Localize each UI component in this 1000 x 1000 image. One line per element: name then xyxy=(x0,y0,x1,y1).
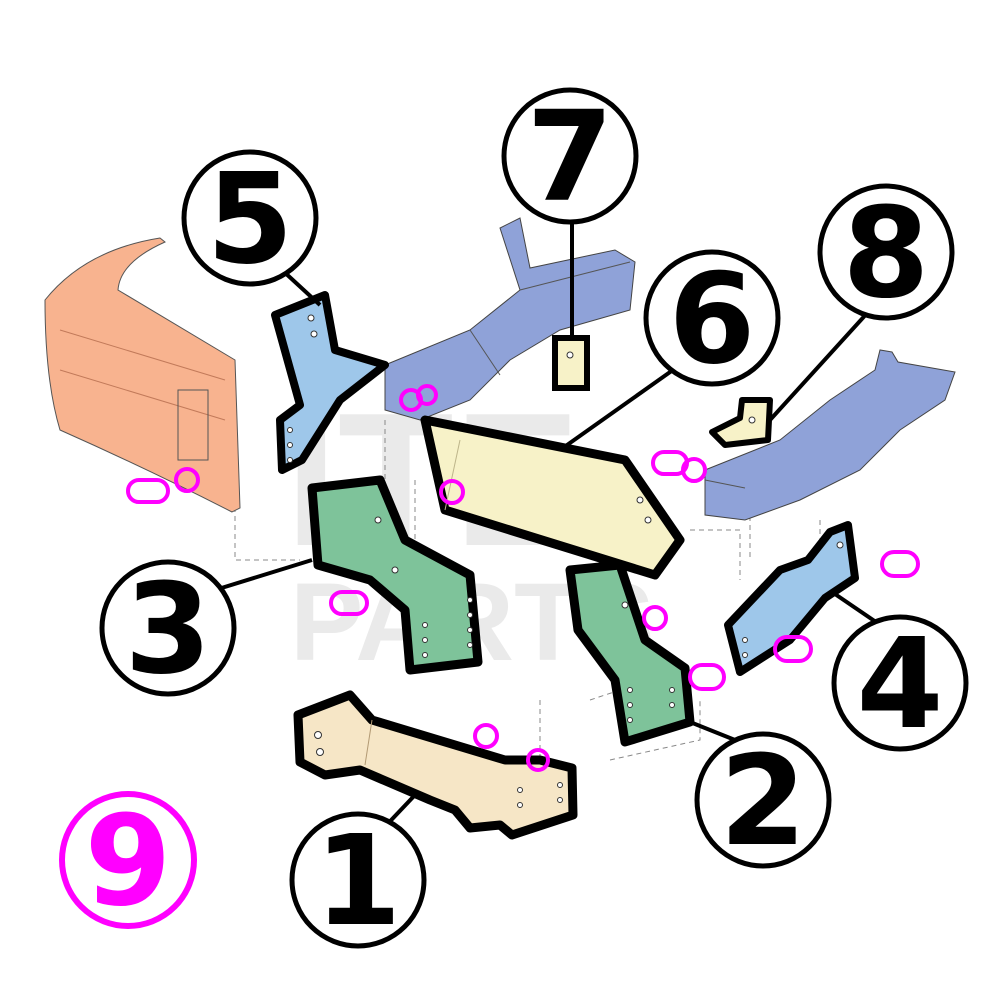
part-8-bracket xyxy=(709,397,773,448)
part-1-receiver xyxy=(293,690,578,840)
callout-3-label: 3 xyxy=(125,557,212,702)
callout-7: 7 xyxy=(501,85,639,230)
callout-1: 1 xyxy=(289,809,427,954)
hardware-highlights xyxy=(126,384,920,772)
callout-9-label: 9 xyxy=(85,789,172,934)
callout-9-hardware: 9 xyxy=(59,789,197,934)
callout-3: 3 xyxy=(99,557,237,702)
hardware-nut xyxy=(526,748,550,772)
hardware-nut xyxy=(174,467,200,493)
hardware-nut xyxy=(473,723,499,749)
part-3-bracket xyxy=(307,475,483,675)
callout-5: 5 xyxy=(181,147,319,292)
hardware-nut xyxy=(681,457,707,483)
vehicle-bumper xyxy=(44,237,241,513)
callout-2-label: 2 xyxy=(720,729,807,874)
hardware-bolt xyxy=(329,590,369,616)
hardware-bolt xyxy=(880,550,920,578)
frame-rail-right xyxy=(704,349,956,521)
hardware-bolt xyxy=(126,478,170,504)
callout-7-label: 7 xyxy=(527,85,614,230)
callout-circles: 1 2 3 4 5 6 7 8 xyxy=(99,85,969,954)
callout-1-label: 1 xyxy=(315,809,402,954)
part-7-bracket xyxy=(552,335,590,391)
callout-2: 2 xyxy=(694,729,832,874)
part-5-bracket xyxy=(271,291,389,474)
hardware-nut xyxy=(642,605,668,631)
callout-5-label: 5 xyxy=(207,147,294,292)
callout-4-label: 4 xyxy=(857,612,944,757)
callout-6-label: 6 xyxy=(669,247,756,392)
hardware-nut xyxy=(416,384,438,406)
part-4-bracket xyxy=(724,521,859,676)
hardware-nut xyxy=(439,479,465,505)
callout-8: 8 xyxy=(817,181,955,326)
hardware-bolt xyxy=(688,663,726,691)
callout-8-label: 8 xyxy=(843,181,930,326)
callout-4: 4 xyxy=(831,612,969,757)
callout-6: 6 xyxy=(643,247,781,392)
hardware-bolt xyxy=(773,635,813,663)
